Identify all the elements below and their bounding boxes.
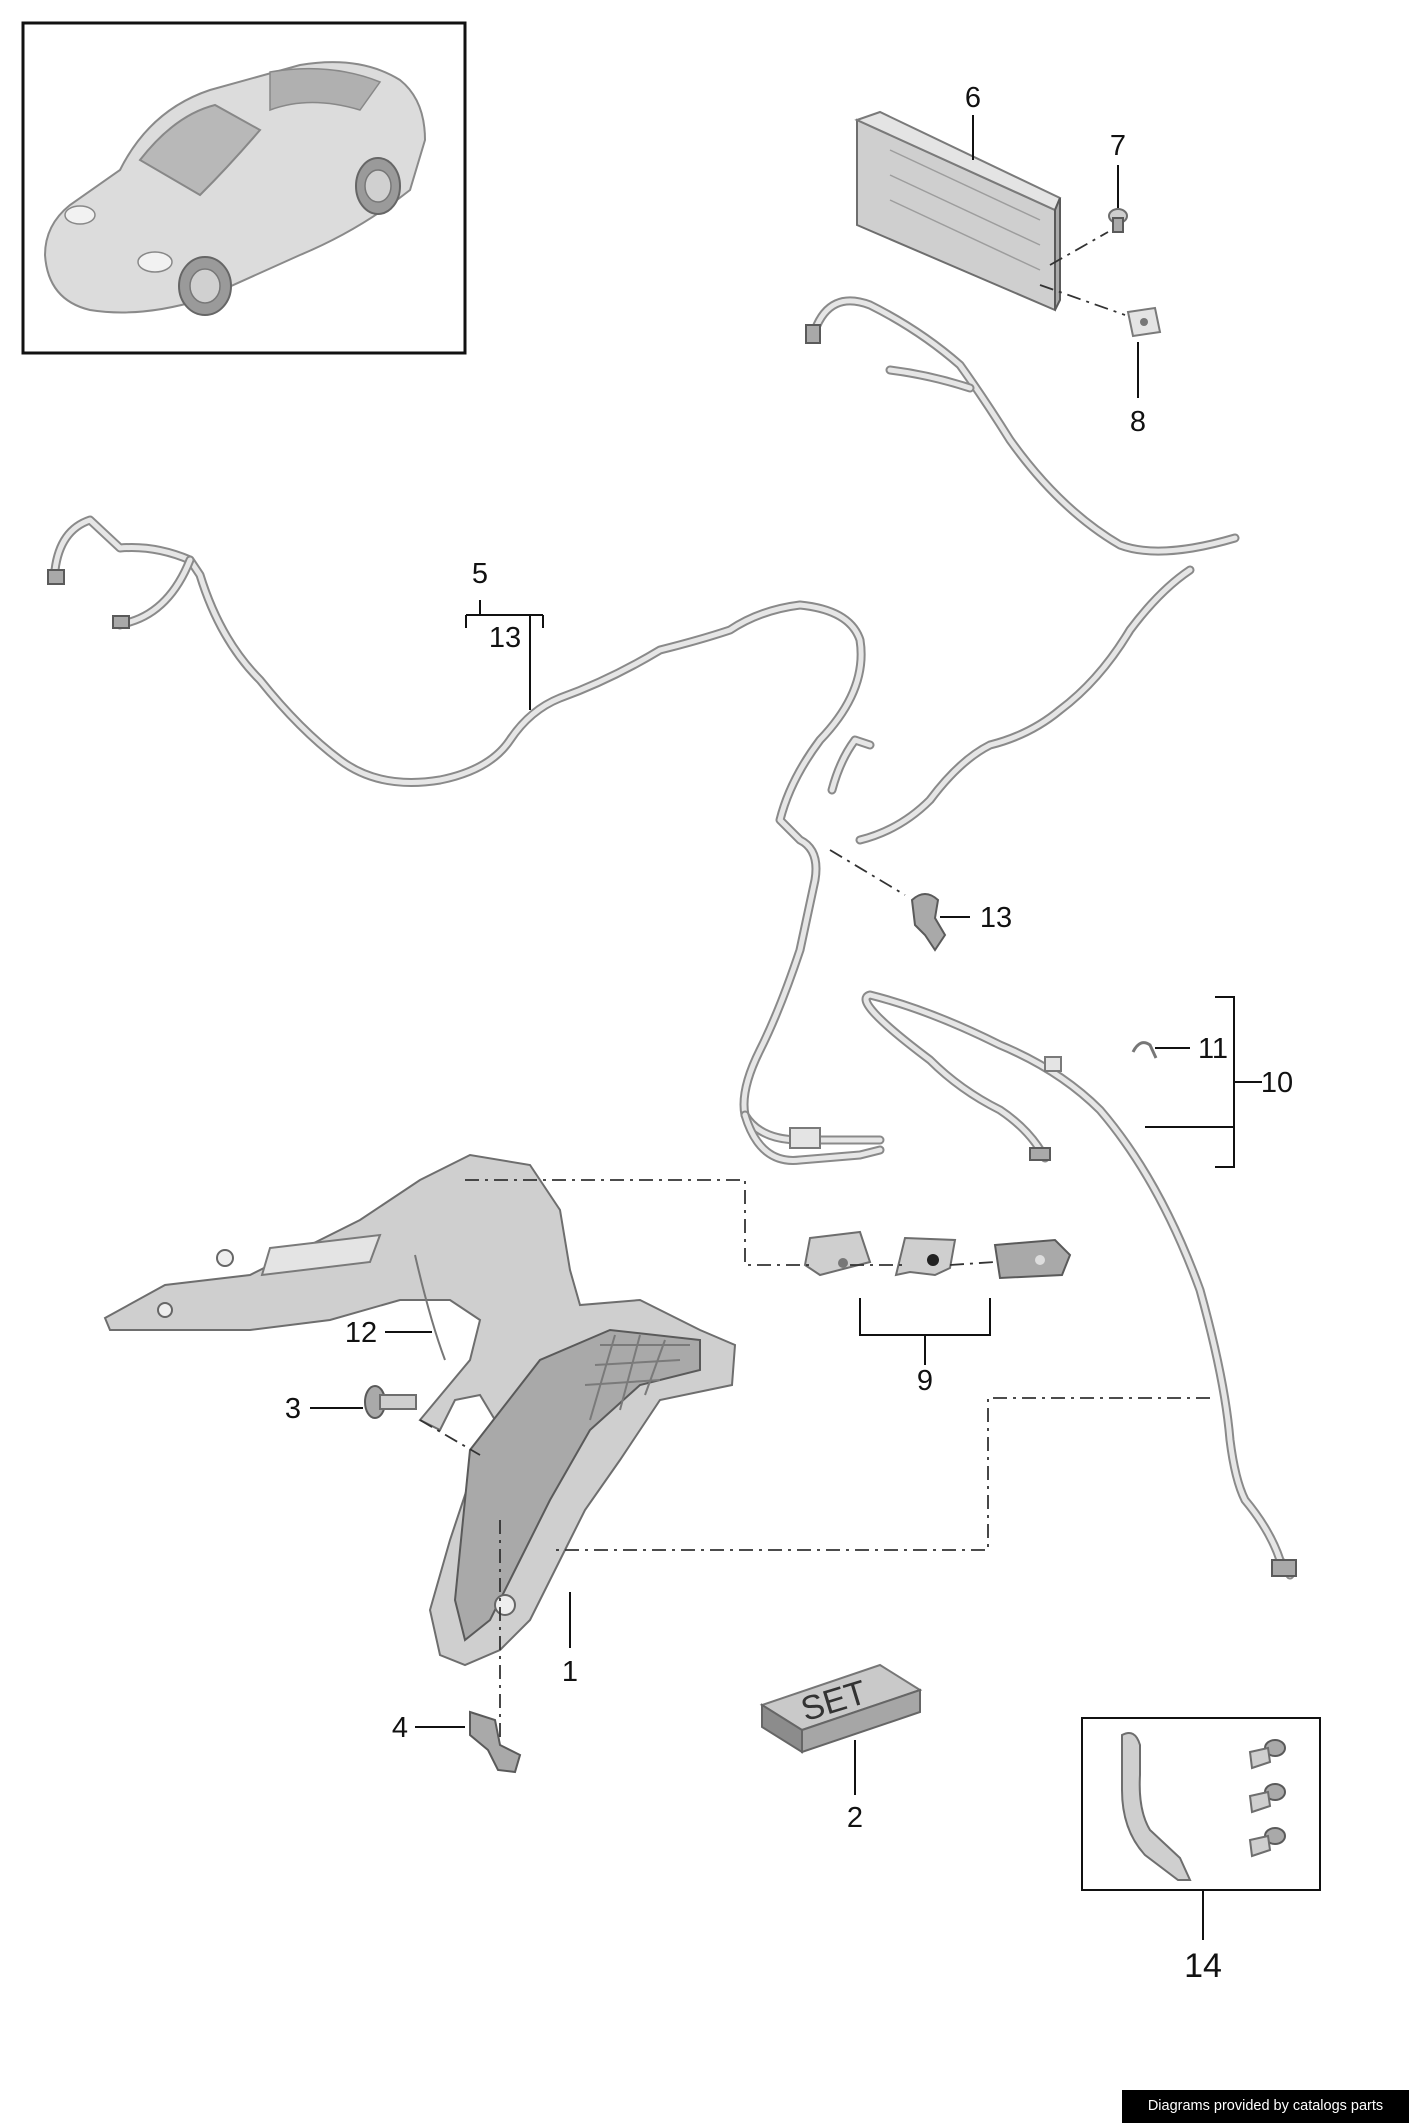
dash-dot-connectors [419, 231, 1210, 1740]
mounting-parts-part-9 [803, 1230, 1072, 1280]
wire-part-12 [414, 1254, 446, 1361]
callout-leaders [310, 115, 1262, 1940]
callout-5: 5 [472, 558, 488, 590]
set-kit-part-2: SET [759, 1663, 923, 1754]
callout-14: 14 [1184, 1947, 1222, 1985]
bolt-3-icon [1248, 1827, 1286, 1858]
callout-1: 1 [562, 1656, 578, 1688]
main-cable-harness-part-5 [47, 515, 1195, 1165]
cable-part-10 [861, 990, 1297, 1580]
callout-11: 11 [1198, 1033, 1228, 1065]
bolt-2-icon [1248, 1783, 1286, 1814]
callout-3: 3 [285, 1393, 301, 1425]
callout-numbers: 6 7 8 5 13 13 11 10 12 9 3 1 4 2 14 [285, 82, 1293, 1985]
credit-banner: Diagrams provided by catalogs parts [1122, 2090, 1409, 2123]
callout-7: 7 [1110, 130, 1126, 162]
pedal-bracket-part-1 [103, 1153, 737, 1667]
callout-9: 9 [917, 1365, 933, 1397]
callout-4: 4 [392, 1712, 408, 1744]
control-unit-part-6 [854, 110, 1062, 312]
kit-part-14 [1081, 1717, 1321, 1891]
car-illustration [43, 61, 427, 316]
cable-harness-upper [805, 296, 1240, 556]
callout-13-harness: 13 [489, 622, 521, 654]
callout-2: 2 [847, 1802, 863, 1834]
screw-part-7 [1108, 208, 1128, 233]
clip-part-11 [1131, 1041, 1158, 1059]
callout-10: 10 [1261, 1067, 1293, 1099]
clip-nut-part-8 [1126, 306, 1162, 338]
callout-8: 8 [1130, 406, 1146, 438]
callout-6: 6 [965, 82, 981, 114]
sensor-part-4 [469, 1710, 522, 1774]
bolt-1-icon [1248, 1739, 1286, 1770]
callout-12: 12 [345, 1317, 377, 1349]
holder-part-13 [910, 893, 947, 952]
callout-13-holder: 13 [980, 902, 1012, 934]
bolt-part-3 [364, 1385, 417, 1419]
vehicle-thumbnail [21, 21, 467, 355]
